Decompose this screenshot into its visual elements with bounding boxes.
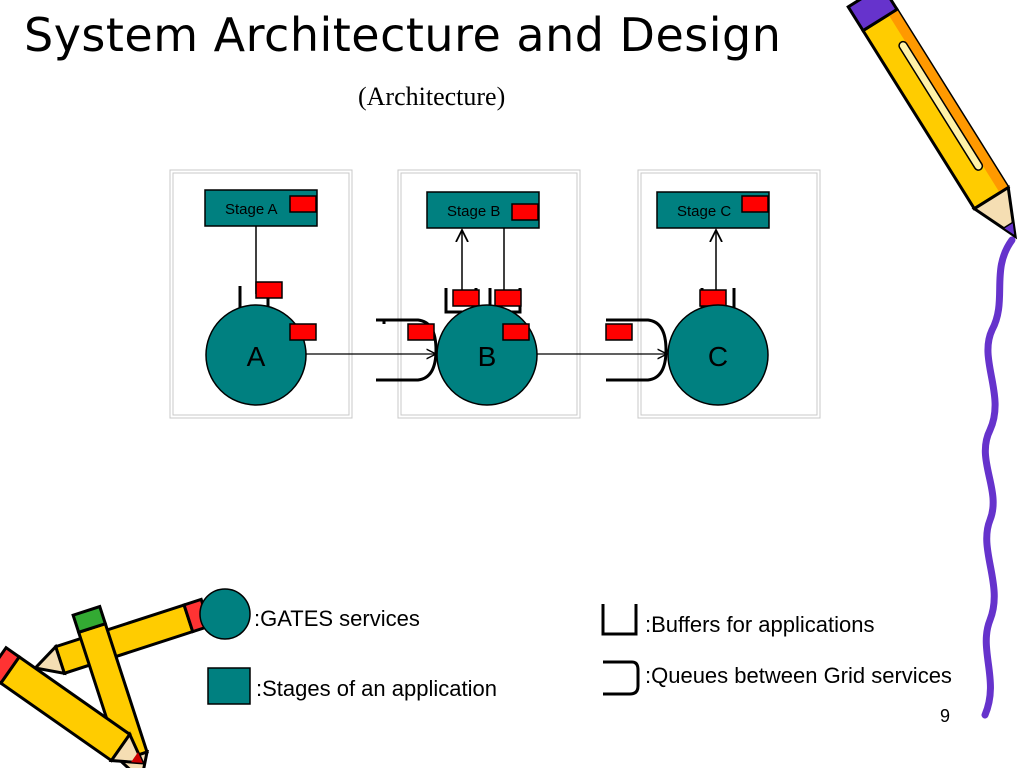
gate-marker [502,323,530,341]
stage-box-a: Stage A [204,189,318,227]
node-letter-c: C [708,341,728,372]
gate-marker [289,323,317,341]
legend-gates-label: :GATES services [254,606,420,631]
page-number: 9 [940,706,951,726]
node-letter-b: B [478,341,497,372]
gates-service-a: A [205,304,317,406]
crossed-pencils-icon [0,597,212,768]
stage-label-b: Stage B [447,203,500,220]
column-frame-a [169,169,353,419]
node-letter-a: A [247,341,266,372]
legend-gates-symbol [199,588,251,640]
queue-a-b [376,318,438,382]
column-frame-b [397,169,581,419]
gates-service-c: C [667,304,769,406]
gate-marker [741,195,769,213]
slide-subtitle: (Architecture) [358,82,506,111]
squiggle-border-icon [981,236,1016,719]
legend-buffers-label: :Buffers for applications [645,612,875,637]
gate-marker [699,289,727,307]
gate-marker [452,289,480,307]
gate-marker [255,281,283,299]
gate-marker [289,195,317,213]
gate-marker [511,203,539,221]
stage-label-c: Stage C [677,203,731,220]
legend-stages-label: :Stages of an application [256,676,497,701]
stage-box-c: Stage C [656,191,770,229]
legend-stage-symbol [207,667,251,705]
gate-marker [605,323,633,341]
column-frame-c [637,169,821,419]
gates-service-b: B [436,304,538,406]
legend-buffer-symbol [601,604,638,636]
stage-box-b: Stage B [426,191,540,229]
legend-queue-symbol [603,660,640,696]
queue-b-c [605,318,668,382]
gate-marker [494,289,522,307]
legend-queues-label: :Queues between Grid services [645,663,952,688]
stage-label-a: Stage A [225,201,278,218]
slide-title: System Architecture and Design [24,8,782,62]
pencil-icon [846,0,1018,240]
stage-connectors [255,226,716,294]
gate-marker [407,323,435,341]
